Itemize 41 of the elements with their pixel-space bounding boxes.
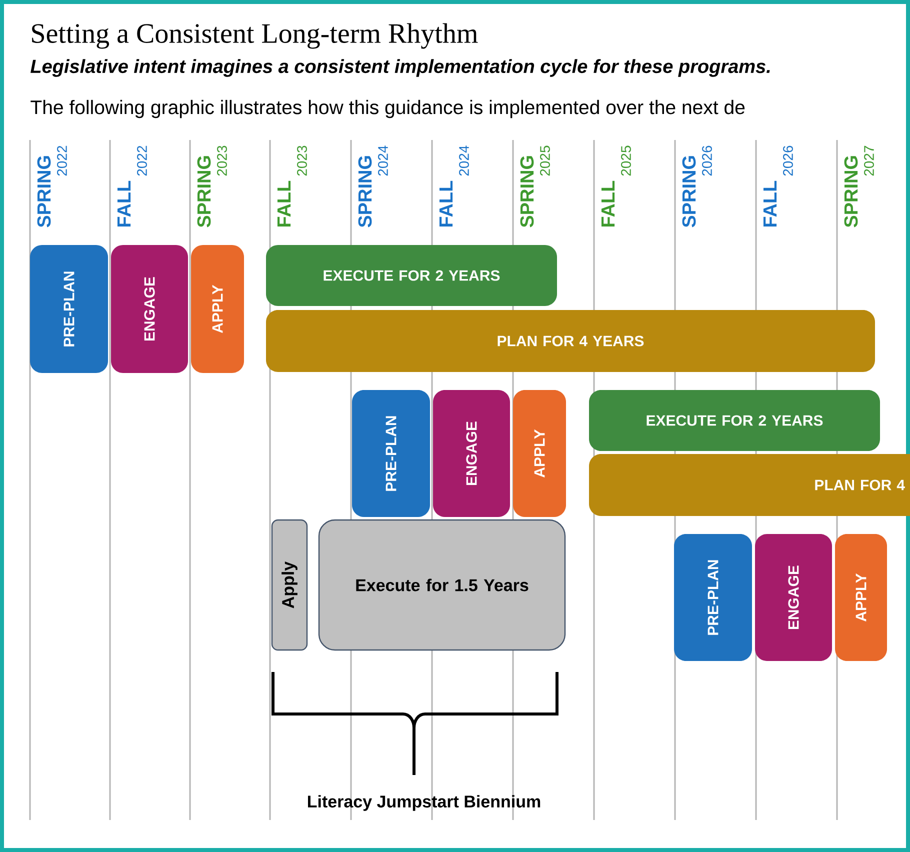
phase-bar: PLAN FOR 4 <box>589 454 910 516</box>
phase-bar: EXECUTE FOR 2 YEARS <box>589 390 880 451</box>
season-label: FALL <box>601 180 615 227</box>
year-label: 2024 <box>459 146 469 176</box>
phase-box: ENGAGE <box>433 390 510 517</box>
season-label: SPRING <box>358 156 372 228</box>
season-label: FALL <box>277 180 291 227</box>
year-label: 2026 <box>702 146 712 176</box>
phase-box: ENGAGE <box>755 534 832 661</box>
phase-bar: Execute for 1.5 Years <box>318 519 566 651</box>
season-label: SPRING <box>37 156 51 228</box>
phase-box: ENGAGE <box>111 245 188 373</box>
phase-box: APPLY <box>191 245 244 373</box>
season-label: FALL <box>439 180 453 227</box>
year-label: 2027 <box>864 146 874 176</box>
subtitle: Legislative intent imagines a consistent implementation cycle for these programs. <box>30 59 770 77</box>
phase-box: APPLY <box>835 534 887 661</box>
phase-box: PRE-PLAN <box>30 245 108 373</box>
year-label: 2022 <box>57 146 67 176</box>
intro-text: The following graphic illustrates how this guidance is implemented over the next de <box>30 100 745 118</box>
bracket-label: Literacy Jumpstart Biennium <box>308 795 540 811</box>
year-label: 2022 <box>137 146 147 176</box>
season-label: SPRING <box>197 156 211 228</box>
year-label: 2024 <box>378 146 388 176</box>
year-label: 2025 <box>540 146 550 176</box>
year-label: 2025 <box>621 146 631 176</box>
phase-box: Apply <box>271 519 308 651</box>
phase-bar: PLAN FOR 4 YEARS <box>266 310 875 372</box>
year-label: 2023 <box>217 146 227 176</box>
season-label: FALL <box>763 180 777 227</box>
phase-bar: EXECUTE FOR 2 YEARS <box>266 245 557 306</box>
phase-box: PRE-PLAN <box>674 534 752 661</box>
phase-box: PRE-PLAN <box>352 390 430 517</box>
season-label: FALL <box>117 180 131 227</box>
phase-box: APPLY <box>513 390 566 517</box>
title: Setting a Consistent Long-term Rhythm <box>32 23 478 49</box>
season-label: SPRING <box>844 156 858 228</box>
year-label: 2026 <box>783 146 793 176</box>
season-label: SPRING <box>520 156 534 228</box>
year-label: 2023 <box>297 146 307 176</box>
season-label: SPRING <box>682 156 696 228</box>
